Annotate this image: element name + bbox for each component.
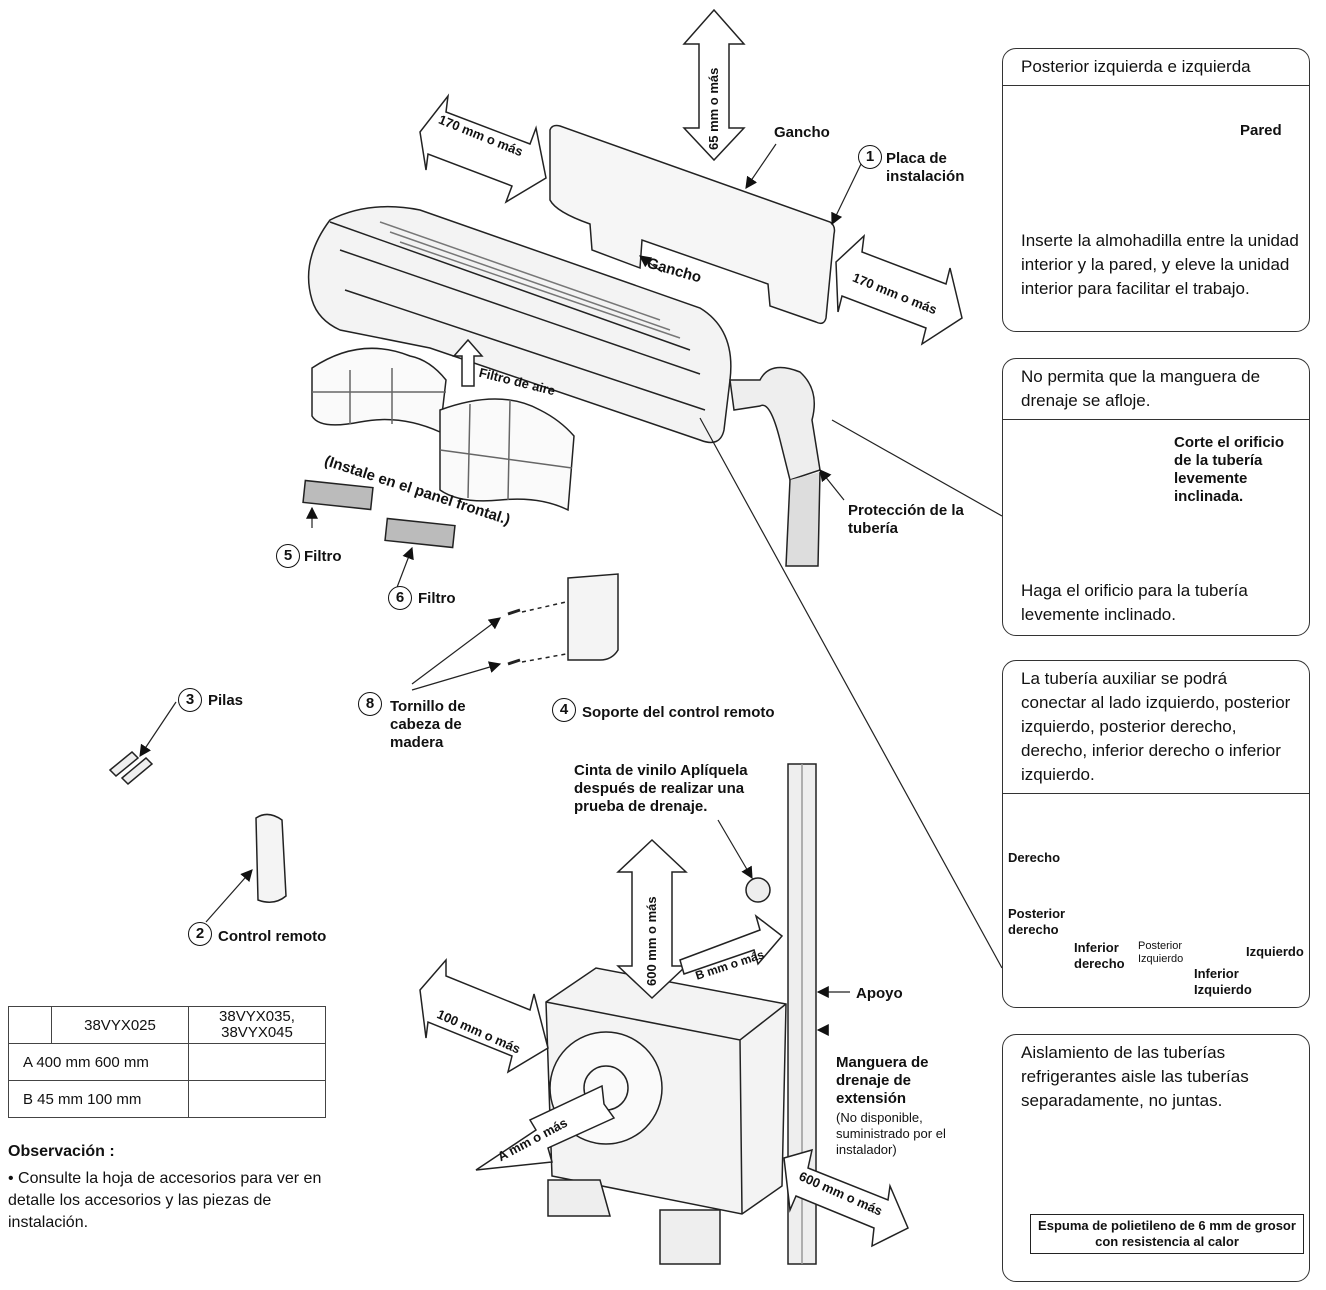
observacion-text: • Consulte la hoja de accesorios para ve…: [8, 1170, 322, 1231]
table-cell: B 45 mm 100 mm: [8, 1080, 189, 1118]
box3-inf-izq: Inferior Izquierdo: [1194, 966, 1252, 997]
table-row: 38VYX025 38VYX035, 38VYX045: [8, 1006, 326, 1044]
gancho-top-label: Gancho: [774, 124, 830, 141]
info-box-tuberia: La tubería auxiliar se podrá conectar al…: [1002, 660, 1310, 1008]
dim-label-65: 65 mm o más: [706, 67, 721, 150]
table-header-col1: 38VYX025: [51, 1006, 189, 1044]
dim-arrow-a: [475, 1084, 616, 1171]
box3-derecho: Derecho: [1008, 850, 1061, 865]
control-label: Control remoto: [218, 928, 327, 945]
dim-arrow-170-right: [835, 234, 963, 346]
cinta-label: Cinta de vinilo Aplíquela después de rea…: [574, 762, 748, 815]
air-filter-right: [439, 398, 575, 512]
table-cell: A 400 mm 600 mm: [8, 1043, 189, 1081]
table-row: A 400 mm 600 mm: [8, 1043, 326, 1081]
remote-control-shape: [255, 813, 287, 903]
box1-header: Posterior izquierda e izquierda: [1003, 49, 1309, 86]
table-header-empty: [8, 1006, 52, 1044]
filtro6-label: Filtro: [418, 590, 456, 607]
pipe-protection-shape: [729, 366, 821, 481]
batteries-shape: [108, 750, 154, 786]
dim-arrow-b: [679, 914, 784, 975]
box3-inf-der: Inferior derecho: [1074, 940, 1125, 971]
filter-5-shape: [302, 479, 374, 511]
vinyl-tape-roll: [745, 877, 771, 903]
filtro6-number: 6: [388, 586, 412, 610]
observacion-title: Observación :: [8, 1143, 115, 1160]
filter-6-shape: [384, 517, 456, 549]
spec-table: 38VYX025 38VYX035, 38VYX045 A 400 mm 600…: [8, 1006, 326, 1118]
pilas-label: Pilas: [208, 692, 244, 709]
tornillo-label: Tornillo de cabeza de madera: [390, 698, 466, 751]
box2-text: Haga el orificio para la tubería levemen…: [1021, 581, 1248, 624]
soporte-label: Soporte del control remoto: [582, 704, 775, 721]
air-filter-left: [311, 347, 447, 434]
box1-text: Inserte la almohadilla entre la unidad i…: [1021, 231, 1299, 298]
box4-header: Aislamiento de las tuberías refrigerante…: [1021, 1043, 1249, 1110]
box3-post-izq: Posterior Izquierdo: [1138, 940, 1184, 965]
remote-holder-shape: [567, 573, 619, 661]
apoyo-label: Apoyo: [856, 985, 903, 1002]
dim-arrow-600-diag: [783, 1148, 909, 1248]
table-cell: [188, 1043, 326, 1081]
outdoor-unit-shape: [545, 967, 787, 1215]
box2-corte-label: Corte el orificio de la tubería levement…: [1174, 434, 1285, 505]
placa-label: Placa de instalación: [886, 150, 965, 185]
dim-arrow-600-vert: [616, 838, 688, 1000]
filtro5-label: Filtro: [304, 548, 342, 565]
proteccion-label: Protección de la tubería: [848, 502, 964, 537]
dim-arrow-65: [682, 8, 746, 162]
manguera-note: (No disponible, suministrado por el inst…: [836, 1110, 946, 1157]
table-row: B 45 mm 100 mm: [8, 1080, 326, 1118]
soporte-number: 4: [552, 698, 576, 722]
info-box-manguera: No permita que la manguera de drenaje se…: [1002, 358, 1310, 636]
table-header-col2: 38VYX035, 38VYX045: [188, 1006, 326, 1044]
box1-pared-label: Pared: [1240, 122, 1282, 139]
box3-header: La tubería auxiliar se podrá conectar al…: [1003, 661, 1309, 794]
box3-post-der: Posterior derecho: [1008, 906, 1066, 937]
filtro5-number: 5: [276, 544, 300, 568]
dim-arrow-100: [419, 957, 549, 1074]
tornillo-number: 8: [358, 692, 382, 716]
box3-izq: Izquierdo: [1246, 944, 1304, 959]
box4-espuma: Espuma de polietileno de 6 mm de grosor …: [1030, 1214, 1304, 1254]
dim-label-600-vert: 600 mm o más: [644, 896, 659, 986]
control-number: 2: [188, 922, 212, 946]
installation-plate-shape: [549, 124, 836, 325]
dim-arrow-170-left: [419, 93, 547, 204]
placa-number: 1: [858, 145, 882, 169]
manguera-label: Manguera de drenaje de extensión: [836, 1054, 929, 1107]
pilas-number: 3: [178, 688, 202, 712]
table-cell: [188, 1080, 326, 1118]
box2-header: No permita que la manguera de drenaje se…: [1003, 359, 1309, 420]
info-box-posterior: Posterior izquierda e izquierda Inserte …: [1002, 48, 1310, 332]
pipe-hose: [785, 471, 821, 567]
